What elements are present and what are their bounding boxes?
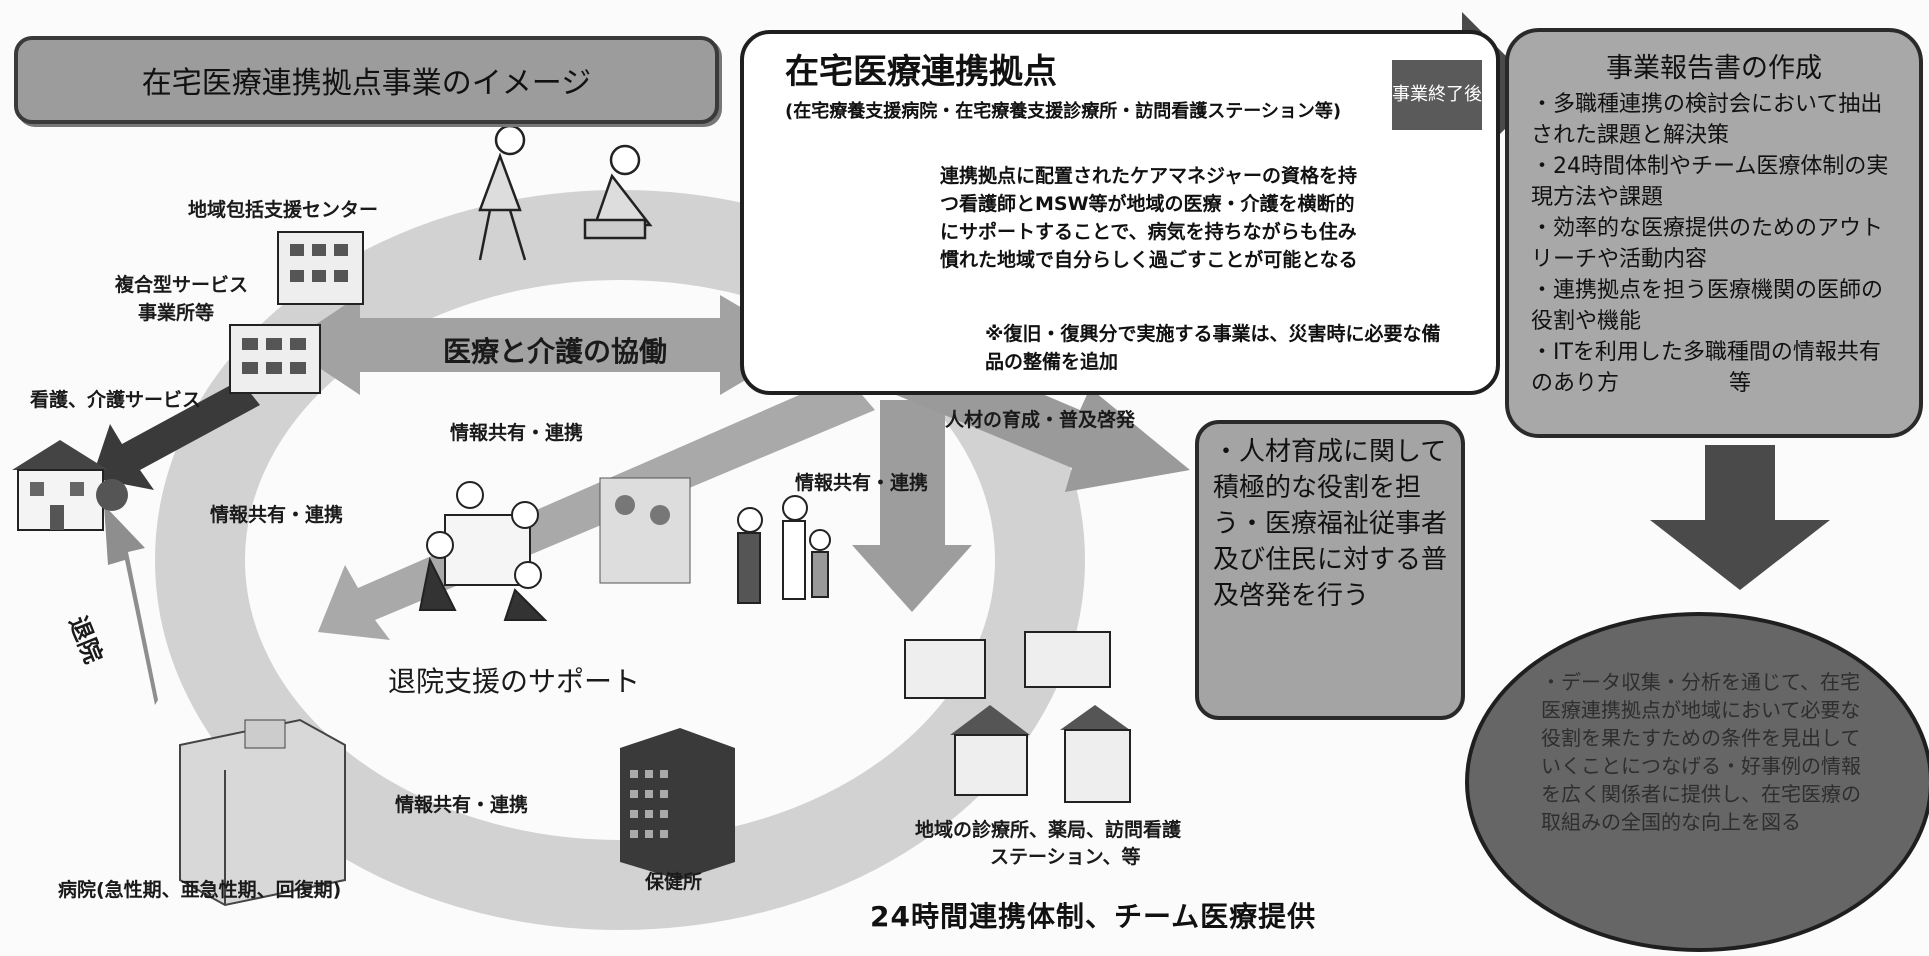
houkatsu-building-icon — [277, 231, 364, 305]
local-clinics-label-line2: ステーション、等 — [990, 846, 1141, 868]
hub-panel — [740, 30, 1500, 395]
report-item: ・多職種連携の検討会において抽出された課題と解決策 — [1531, 92, 1883, 148]
after-project-label: 事業終了後 — [1392, 60, 1482, 130]
info-share-label-3: 情報共有・連携 — [795, 472, 929, 494]
to-result-arrow — [1650, 445, 1830, 590]
info-share-label-1: 情報共有・連携 — [450, 422, 584, 444]
cooperation-label: 医療と介護の協働 — [443, 335, 668, 368]
hospital-label: 病院(急性期、亜急性期、回復期) — [58, 879, 342, 901]
hub-description: 連携拠点に配置されたケアマネジャーの資格を持つ看護師とMSW等が地域の医療・介護… — [940, 165, 1358, 271]
houkatsu-label: 地域包括支援センター — [188, 199, 379, 221]
home-service-arrow — [92, 380, 260, 490]
local-clinics-icon — [904, 631, 1131, 803]
report-item: ・24時間体制やチーム医療体制の実現方法や課題 — [1531, 154, 1889, 210]
hub-title: 在宅医療連携拠点 — [785, 52, 1057, 92]
meeting-people-icon — [418, 481, 548, 621]
discharge-arrow — [104, 505, 158, 705]
hokenjo-building-icon — [620, 728, 735, 880]
family-people-icon — [737, 495, 831, 604]
report-item: ・連携拠点を担う医療機関の医師の役割や機能 — [1531, 278, 1884, 334]
hospital-building-icon — [179, 718, 346, 907]
fukugou-label-line2: 事業所等 — [138, 302, 215, 324]
footer-caption: 24時間連携体制、チーム医療提供 — [870, 900, 1317, 933]
hr-development-label: 人材の育成・普及啓発 — [945, 409, 1136, 431]
local-clinic-arrow — [852, 400, 972, 612]
home-house-icon — [12, 440, 128, 531]
fukugou-building-icon — [229, 324, 321, 394]
cooperation-arrow — [285, 295, 805, 395]
discharge-support-label: 退院支援のサポート — [388, 665, 641, 698]
report-title: 事業報告書の作成 — [1606, 53, 1822, 84]
care-photo-icon — [599, 477, 691, 584]
report-panel: 事業報告書の作成 ・多職種連携の検討会において抽出された課題と解決策 ・24時間… — [1505, 28, 1923, 438]
education-panel: ・人材育成に関して積極的な役割を担う・医療福祉従事者及び住民に対する普及啓発を行… — [1195, 420, 1465, 720]
hokenjo-label: 保健所 — [645, 871, 703, 893]
report-item: ・ITを利用した多職種間の情報共有のあり方 等 — [1531, 340, 1881, 396]
result-panel: ・データ収集・分析を通じて、在宅医療連携拠点が地域において必要な役割を果たすため… — [1465, 612, 1929, 952]
kango-label: 看護、介護サービス — [30, 389, 202, 411]
report-item: ・効率的な医療提供のためのアウトリーチや活動内容 — [1531, 216, 1884, 272]
info-share-label-2: 情報共有・連携 — [210, 504, 344, 526]
local-clinics-label-line1: 地域の診療所、薬局、訪問看護 — [915, 819, 1182, 841]
nurse-figures-icon — [478, 124, 653, 261]
hub-subtitle: (在宅療養支援病院・在宅療養支援診療所・訪問看護ステーション等) — [785, 101, 1342, 122]
hub-note: ※復旧・復興分で実施する事業は、災害時に必要な備品の整備を追加 — [985, 323, 1441, 373]
fukugou-label-line1: 複合型サービス — [115, 274, 249, 296]
page-title: 在宅医療連携拠点事業のイメージ — [14, 36, 719, 124]
info-share-label-4: 情報共有・連携 — [395, 794, 529, 816]
